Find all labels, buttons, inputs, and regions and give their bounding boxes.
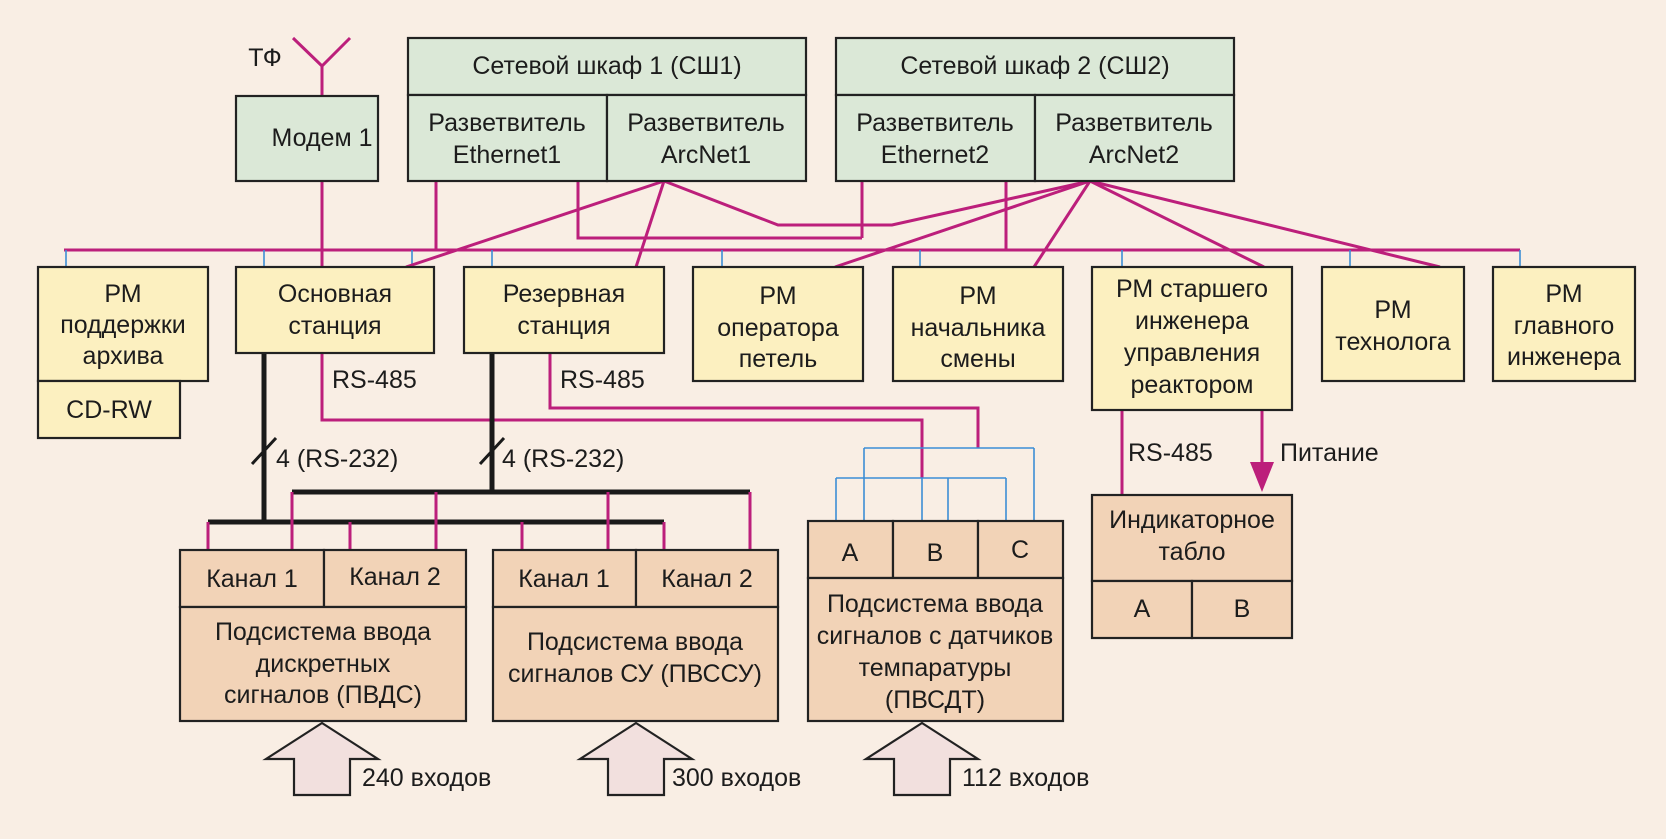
svg-text:CD-RW: CD-RW	[66, 396, 152, 424]
antenna-label: ТФ	[248, 44, 281, 72]
input-arrow-icon	[576, 721, 696, 797]
connections	[64, 36, 1521, 550]
svg-text:управления: управления	[1124, 339, 1260, 367]
workstation-technologist: РМ технолога	[1320, 265, 1466, 383]
svg-text:РМ: РМ	[959, 282, 996, 310]
svg-text:технолога: технолога	[1335, 328, 1451, 356]
svg-text:4 (RS-232): 4 (RS-232)	[276, 445, 398, 473]
svg-text:Резервная: Резервная	[503, 280, 625, 308]
cd-rw-box: CD-RW	[36, 379, 182, 440]
svg-text:C: C	[1011, 536, 1029, 564]
svg-text:RS-485: RS-485	[560, 366, 645, 394]
svg-text:начальника: начальника	[911, 314, 1046, 342]
network-cabinet-2: Сетевой шкаф 2 (СШ2) Разветвитель Ethern…	[834, 36, 1236, 183]
svg-text:РМ: РМ	[104, 280, 141, 308]
input-arrow-pvsdt: 112 входов	[862, 721, 1089, 797]
svg-text:архива: архива	[83, 342, 164, 370]
svg-text:реактором: реактором	[1131, 371, 1254, 399]
svg-text:сигналов (ПВДС): сигналов (ПВДС)	[224, 681, 422, 709]
svg-text:Канал 2: Канал 2	[661, 565, 753, 593]
svg-text:RS-485: RS-485	[332, 366, 417, 394]
svg-text:4 (RS-232): 4 (RS-232)	[502, 445, 624, 473]
workstation-chief-engineer: РМ главного инженера	[1491, 265, 1637, 383]
svg-text:A: A	[1134, 595, 1151, 623]
svg-text:главного: главного	[1514, 312, 1615, 340]
svg-text:RS-485: RS-485	[1128, 439, 1213, 467]
svg-text:РМ: РМ	[1374, 296, 1411, 324]
input-arrow-icon	[862, 721, 982, 797]
svg-text:Канал 2: Канал 2	[349, 563, 441, 591]
svg-text:РМ: РМ	[759, 282, 796, 310]
svg-text:дискретных: дискретных	[256, 650, 391, 678]
svg-text:Питание: Питание	[1280, 439, 1379, 467]
svg-text:РМ: РМ	[1545, 280, 1582, 308]
svg-text:112 входов: 112 входов	[962, 764, 1089, 792]
workstation-reserve-station: Резервная станция	[462, 265, 666, 355]
svg-text:Разветвитель: Разветвитель	[428, 109, 586, 137]
svg-text:Канал 1: Канал 1	[518, 565, 610, 593]
subsystem-pvsdt: A B C Подсистема ввода сигналов с датчик…	[806, 519, 1065, 723]
svg-text:сигналов СУ (ПВССУ): сигналов СУ (ПВССУ)	[508, 660, 762, 688]
svg-text:(ПВСДТ): (ПВСДТ)	[885, 686, 985, 714]
link-labels: RS-485 RS-485 4 (RS-232) 4 (RS-232) RS-4…	[276, 366, 1379, 473]
svg-text:станция: станция	[517, 312, 610, 340]
svg-text:ArcNet1: ArcNet1	[661, 141, 751, 169]
svg-text:300 входов: 300 входов	[672, 764, 801, 792]
workstation-archive: РМ поддержки архива	[36, 265, 210, 383]
svg-text:табло: табло	[1158, 538, 1225, 566]
svg-text:ТФ: ТФ	[248, 44, 281, 72]
svg-text:Канал 1: Канал 1	[206, 565, 298, 593]
svg-text:Разветвитель: Разветвитель	[856, 109, 1014, 137]
svg-text:инженера: инженера	[1135, 307, 1249, 335]
power-arrow-icon	[1250, 462, 1274, 492]
svg-text:поддержки: поддержки	[60, 311, 186, 339]
svg-text:темпаратуры: темпаратуры	[859, 654, 1012, 682]
svg-text:Сетевой шкаф 2 (СШ2): Сетевой шкаф 2 (СШ2)	[900, 52, 1169, 80]
svg-text:Ethernet2: Ethernet2	[881, 141, 989, 169]
modem-box: Модем 1	[234, 94, 380, 183]
svg-text:B: B	[1234, 595, 1251, 623]
svg-text:Подсистема ввода: Подсистема ввода	[527, 628, 743, 656]
svg-text:Индикаторное: Индикаторное	[1109, 506, 1275, 534]
network-cabinet-1: Сетевой шкаф 1 (СШ1) Разветвитель Ethern…	[406, 36, 808, 183]
input-arrow-pvds: 240 входов	[262, 721, 491, 797]
workstation-shift-chief: РМ начальника смены	[891, 265, 1065, 383]
workstation-senior-engineer: РМ старшего инженера управления реакторо…	[1090, 265, 1294, 412]
antenna-icon	[291, 36, 352, 96]
svg-text:Сетевой шкаф 1 (СШ1): Сетевой шкаф 1 (СШ1)	[472, 52, 741, 80]
subsystem-pvds: Канал 1 Канал 2 Подсистема ввода дискрет…	[178, 548, 468, 723]
svg-text:Подсистема ввода: Подсистема ввода	[827, 590, 1043, 618]
svg-text:Модем 1: Модем 1	[272, 124, 373, 152]
svg-text:ArcNet2: ArcNet2	[1089, 141, 1179, 169]
bus-stubs	[65, 250, 1521, 267]
svg-text:A: A	[842, 539, 859, 567]
svg-text:Основная: Основная	[278, 280, 392, 308]
svg-text:станция: станция	[288, 312, 381, 340]
svg-text:240 входов: 240 входов	[362, 764, 491, 792]
svg-text:Ethernet1: Ethernet1	[453, 141, 561, 169]
input-arrow-pvssu: 300 входов	[576, 721, 801, 797]
indicator-panel: Индикаторное табло A B	[1090, 493, 1294, 640]
svg-text:сигналов с датчиков: сигналов с датчиков	[817, 622, 1054, 650]
svg-text:Разветвитель: Разветвитель	[627, 109, 785, 137]
subsystem-pvssu: Канал 1 Канал 2 Подсистема ввода сигнало…	[491, 548, 780, 723]
svg-text:Подсистема ввода: Подсистема ввода	[215, 618, 431, 646]
svg-text:инженера: инженера	[1507, 343, 1621, 371]
input-arrow-icon	[262, 721, 382, 797]
workstation-loop-operator: РМ оператора петель	[691, 265, 865, 383]
svg-text:оператора: оператора	[717, 314, 839, 342]
svg-text:РМ старшего: РМ старшего	[1116, 275, 1268, 303]
svg-text:петель: петель	[739, 345, 817, 373]
workstation-main-station: Основная станция	[234, 265, 436, 355]
svg-text:Разветвитель: Разветвитель	[1055, 109, 1213, 137]
svg-text:B: B	[927, 539, 944, 567]
svg-text:смены: смены	[940, 345, 1015, 373]
